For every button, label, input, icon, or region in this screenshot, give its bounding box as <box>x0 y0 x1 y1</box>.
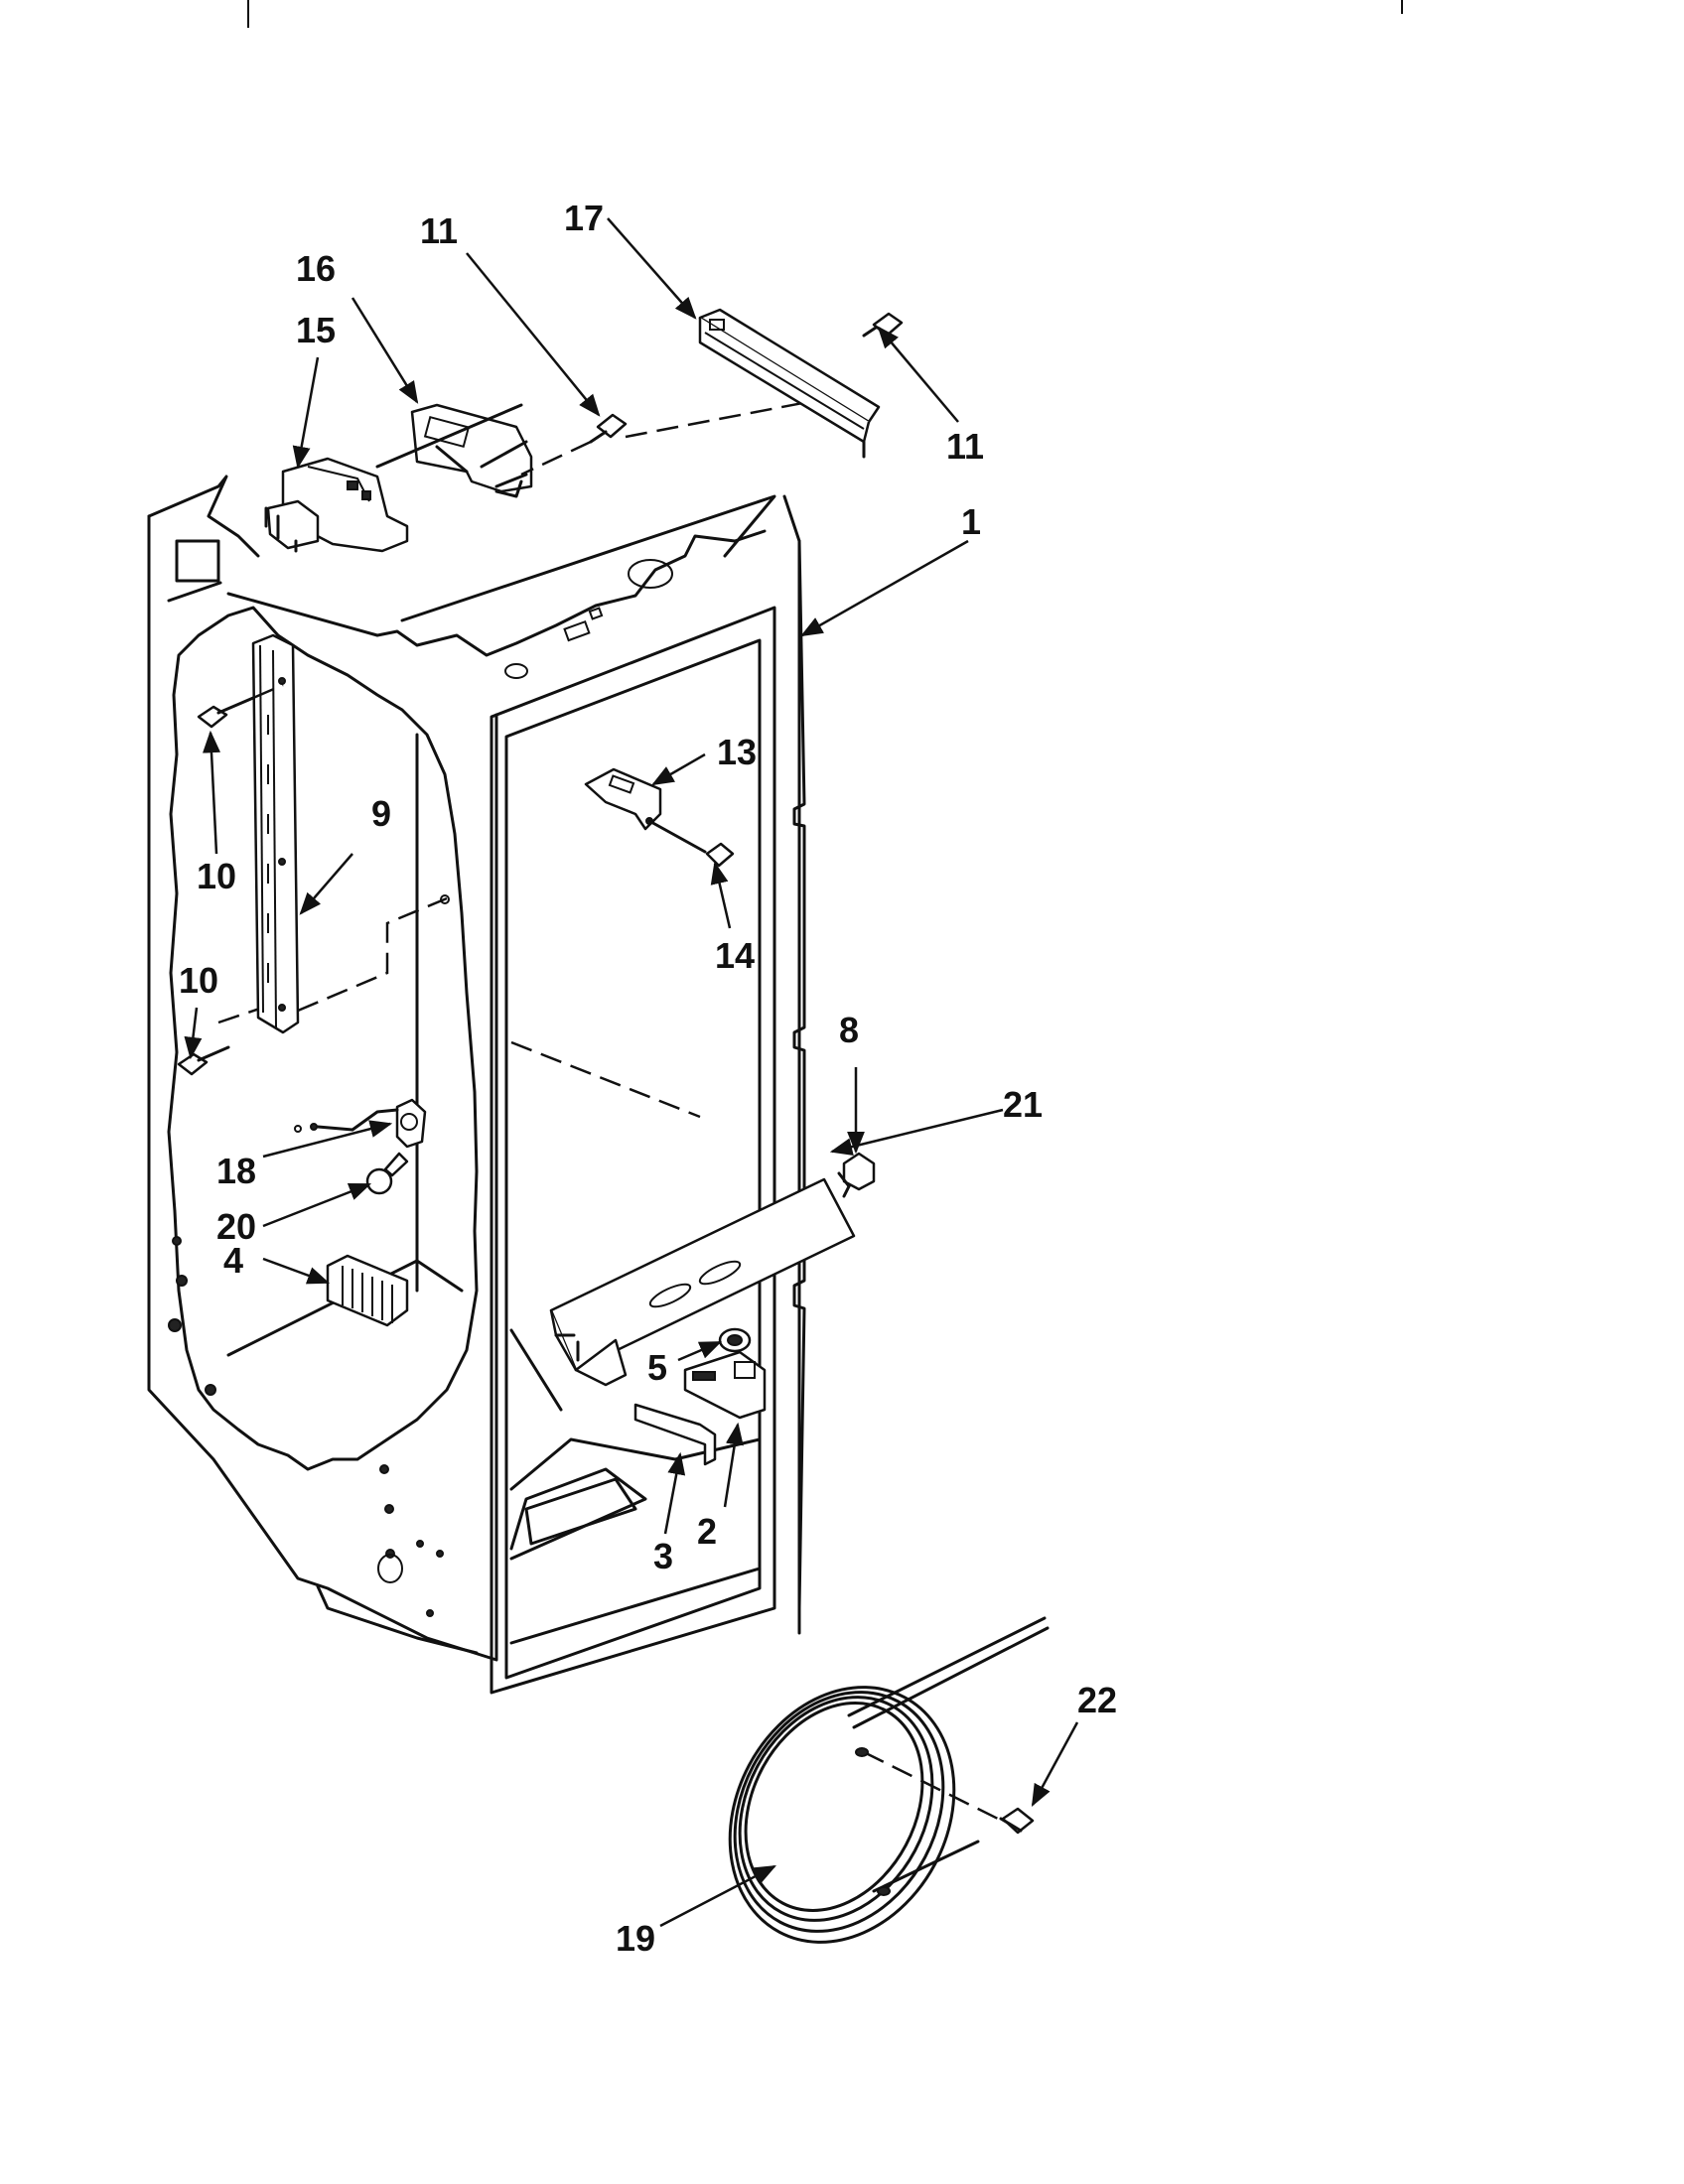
callout-1: 1 <box>961 501 981 542</box>
edge-ticks <box>247 0 1403 28</box>
callout-10b: 10 <box>179 960 218 1001</box>
bracket-3 <box>633 1403 717 1466</box>
callout-18: 18 <box>216 1151 256 1191</box>
callout-15: 15 <box>296 310 336 350</box>
switch-housing <box>264 457 409 553</box>
vent-grille <box>326 1254 409 1327</box>
coiled-tubing <box>728 1616 1050 1944</box>
leader-lines <box>184 217 1079 1928</box>
light-bulb <box>365 1152 409 1195</box>
top-channel-bracket <box>698 308 881 459</box>
callout-10a: 10 <box>197 856 236 896</box>
callout-19: 19 <box>616 1918 655 1959</box>
callout-3: 3 <box>653 1536 673 1576</box>
callout-8: 8 <box>839 1010 859 1050</box>
shelf-rail <box>251 633 300 1034</box>
mounting-bracket <box>375 403 533 498</box>
callout-11a: 11 <box>420 210 458 251</box>
callout-9: 9 <box>371 793 391 834</box>
callout-labels: 1 2 3 4 5 8 9 10 10 11 11 13 14 15 16 17… <box>179 198 1117 1959</box>
callout-2: 2 <box>697 1511 717 1552</box>
plug-8 <box>837 1152 876 1198</box>
screw-22 <box>999 1807 1035 1835</box>
callout-4: 4 <box>223 1240 243 1281</box>
hinge-bracket-2 <box>683 1350 767 1420</box>
screw-11-left <box>520 413 628 477</box>
callout-20: 20 <box>216 1206 256 1247</box>
crisper-cover-rail <box>549 1177 856 1387</box>
light-socket <box>294 1098 427 1149</box>
callout-22: 22 <box>1077 1680 1117 1720</box>
grille-slats <box>342 1266 393 1323</box>
callout-13: 13 <box>717 732 757 772</box>
callout-21: 21 <box>1003 1084 1043 1125</box>
screw-10-upper <box>197 683 284 729</box>
callout-5: 5 <box>647 1347 667 1388</box>
bracket-13 <box>584 767 707 854</box>
screw-10-lower <box>177 1045 230 1076</box>
screw-14 <box>705 842 735 868</box>
cabinet-liner <box>147 395 835 1695</box>
callout-17: 17 <box>564 198 604 238</box>
callout-11b: 11 <box>946 426 984 467</box>
callout-14: 14 <box>715 935 755 976</box>
grommet-5 <box>718 1327 752 1353</box>
callout-16: 16 <box>296 248 336 289</box>
